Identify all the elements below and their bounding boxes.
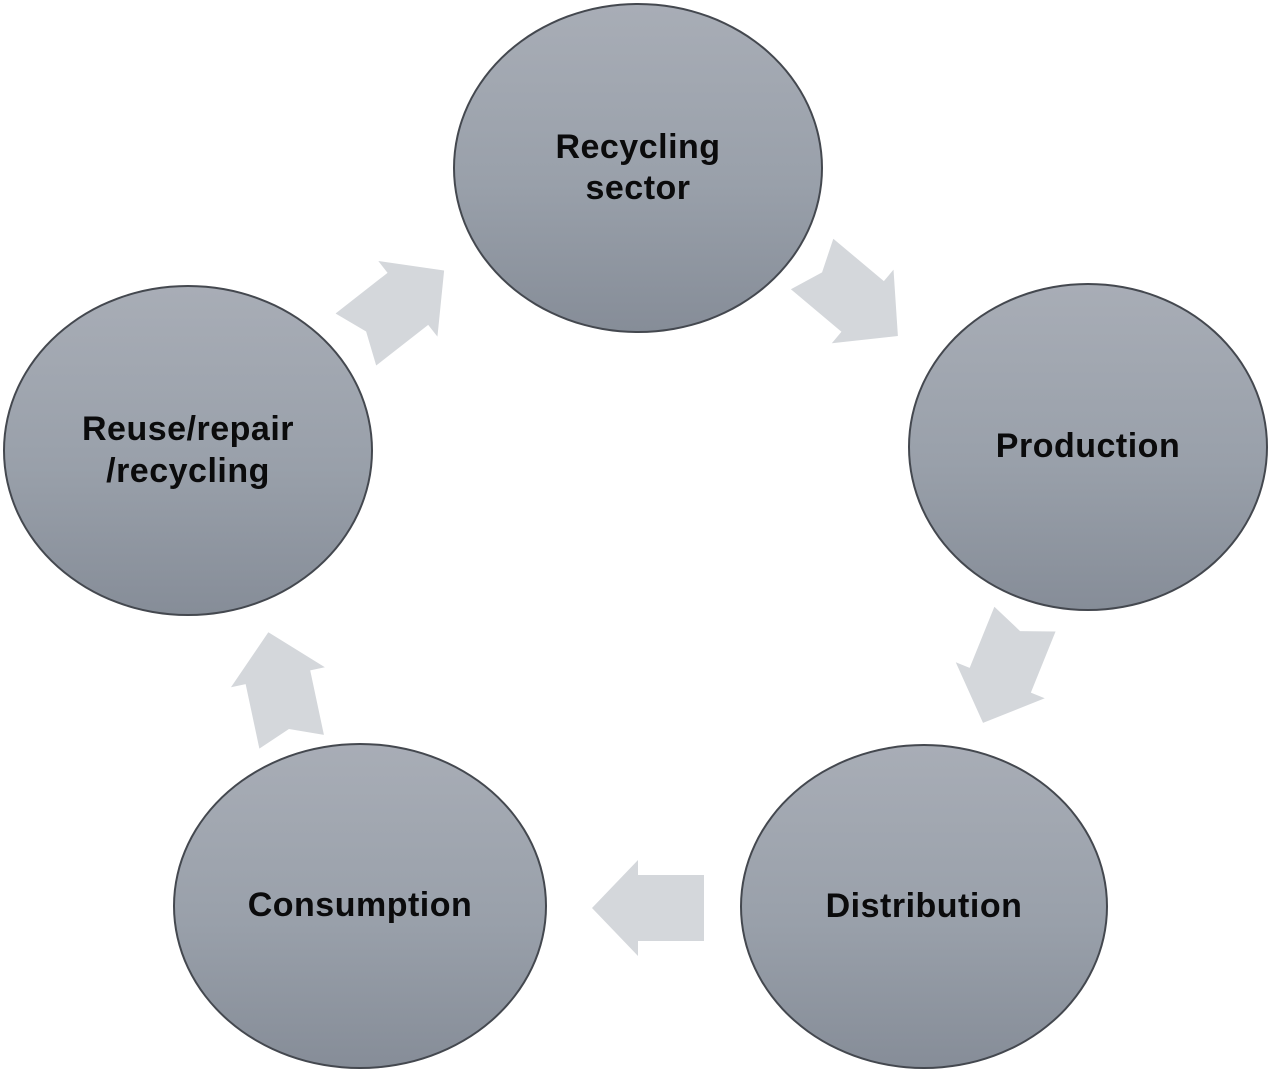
node-label-line: Recycling [555, 127, 721, 166]
node-label-line: Consumption [247, 886, 473, 925]
node-label-line: Production [995, 427, 1181, 466]
node-label: Consumption [248, 885, 473, 926]
node-label: Recycling sector [555, 127, 720, 210]
arrow-production-to-distribution-icon [937, 600, 1072, 741]
node-production: Production [908, 283, 1268, 611]
arrow-distribution-to-consumption-icon [592, 858, 704, 958]
arrow-reuse-to-recycling-icon [325, 231, 475, 379]
node-reuse-repair-recycling: Reuse/repair /recycling [3, 285, 373, 616]
node-label-line: Distribution [825, 886, 1023, 925]
node-recycling-sector: Recycling sector [453, 3, 823, 333]
node-label-line: /recycling [106, 451, 270, 490]
node-label: Distribution [826, 886, 1023, 927]
node-distribution: Distribution [740, 744, 1108, 1069]
node-label: Reuse/repair /recycling [82, 409, 294, 492]
node-consumption: Consumption [173, 743, 547, 1069]
node-label: Production [996, 426, 1180, 467]
node-label-line: Reuse/repair [82, 410, 294, 449]
node-label-line: sector [585, 169, 691, 207]
arrow-recycling-to-production-icon [780, 226, 930, 375]
arrow-consumption-to-reuse-icon [219, 622, 340, 752]
